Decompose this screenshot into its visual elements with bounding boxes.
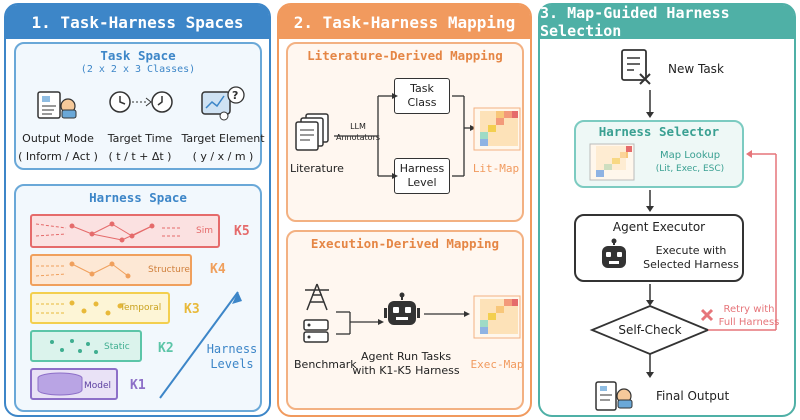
output-mode-values: ( Inform / Act ) [18, 150, 98, 163]
panel-task-harness-mapping: 2. Task-Harness Mapping [277, 3, 532, 417]
retry-line1: Retry with [723, 304, 775, 315]
target-element-label: Target Element [181, 132, 265, 145]
layer-model-level: K1 [130, 378, 146, 393]
task-space-subtitle: (2 x 2 x 3 Classes) [80, 64, 196, 75]
agent-executor-title: Agent Executor [612, 220, 706, 234]
execution-mapping-title: Execution-Derived Mapping [310, 236, 500, 251]
robot-icon [384, 292, 420, 325]
exec-map-label: Exec-Map [470, 358, 524, 371]
lit-map-heatmap [473, 107, 521, 151]
harness-space-title: Harness Space [89, 190, 187, 205]
new-task-icon [621, 49, 651, 85]
panel-1-title: 1. Task-Harness Spaces [6, 5, 269, 39]
layer-temporal-level: K3 [184, 302, 200, 317]
task-space-title: Task Space [100, 48, 176, 63]
lit-map-label: Lit-Map [472, 162, 520, 175]
new-task-label: New Task [668, 62, 724, 76]
map-lookup-line2: (Lit, Exec, ESC) [655, 164, 725, 174]
final-output-icon [595, 381, 633, 411]
target-time-values: ( t / t + Δt ) [108, 150, 172, 163]
layer-temporal-label: Temporal [120, 303, 162, 313]
executor-robot-icon [602, 238, 626, 268]
layer-structure-label: Structure [148, 265, 190, 275]
harness-levels-label-2: Levels [210, 357, 254, 371]
document-hand-icon [37, 91, 77, 119]
panel-2-title: 2. Task-Harness Mapping [279, 5, 530, 39]
retry-cross-icon [700, 308, 714, 322]
harness-level-line1: Harness [399, 162, 445, 175]
map-lookup-line1: Map Lookup [659, 150, 721, 161]
task-class-line2: Class [407, 96, 437, 109]
server-icon [303, 319, 329, 343]
harness-levels-label-1: Harness [206, 342, 258, 356]
execute-with-line1: Execute with [655, 244, 727, 257]
layer-sim-level: K5 [234, 224, 250, 239]
self-check-diamond [589, 305, 711, 355]
agent-executor-box [574, 214, 744, 282]
task-class-line1: Task [410, 82, 434, 95]
annotators-label: Annotators [336, 133, 381, 142]
panel-task-harness-spaces: 1. Task-Harness Spaces [4, 3, 271, 417]
panel-map-guided-selection: 3. Map-Guided Harness Selection [538, 3, 796, 417]
layer-static-level: K2 [158, 341, 174, 356]
selector-heatmap [589, 143, 635, 181]
layer-structure-level: K4 [210, 262, 226, 277]
layer-static-label: Static [104, 342, 130, 352]
final-output-label: Final Output [656, 389, 730, 403]
benchmark-label: Benchmark [294, 358, 357, 371]
layer-temporal [30, 292, 170, 324]
harness-level-line2: Level [407, 176, 437, 189]
chart-question-icon: ? [201, 86, 245, 121]
layer-structure [30, 254, 192, 286]
agent-run-line2: with K1-K5 Harness [352, 364, 460, 377]
literature-mapping-title: Literature-Derived Mapping [307, 48, 503, 63]
tower-icon [305, 283, 329, 311]
literature-label: Literature [290, 162, 344, 175]
target-element-values: ( y / x / m ) [192, 150, 254, 163]
harness-level-box [394, 158, 450, 194]
layer-model [30, 368, 118, 400]
documents-icon [295, 113, 329, 151]
task-class-box [394, 78, 450, 114]
retry-line2: Full Harness [718, 317, 780, 328]
layer-static [30, 330, 142, 362]
layer-sim [30, 214, 220, 248]
panel-3-title: 3. Map-Guided Harness Selection [540, 4, 794, 40]
self-check-label: Self-Check [618, 323, 682, 337]
clock-arrow-icon [109, 91, 173, 113]
harness-selector-title: Harness Selector [598, 124, 720, 139]
target-time-label: Target Time [107, 132, 173, 145]
layer-model-label: Model [84, 381, 112, 391]
exec-map-heatmap [473, 295, 521, 339]
svg-text:?: ? [232, 89, 238, 102]
llm-label: LLM [350, 122, 366, 131]
agent-run-line1: Agent Run Tasks [360, 350, 452, 363]
execute-with-line2: Selected Harness [643, 258, 739, 271]
layer-sim-label: Sim [196, 226, 213, 236]
output-mode-label: Output Mode [22, 132, 94, 145]
